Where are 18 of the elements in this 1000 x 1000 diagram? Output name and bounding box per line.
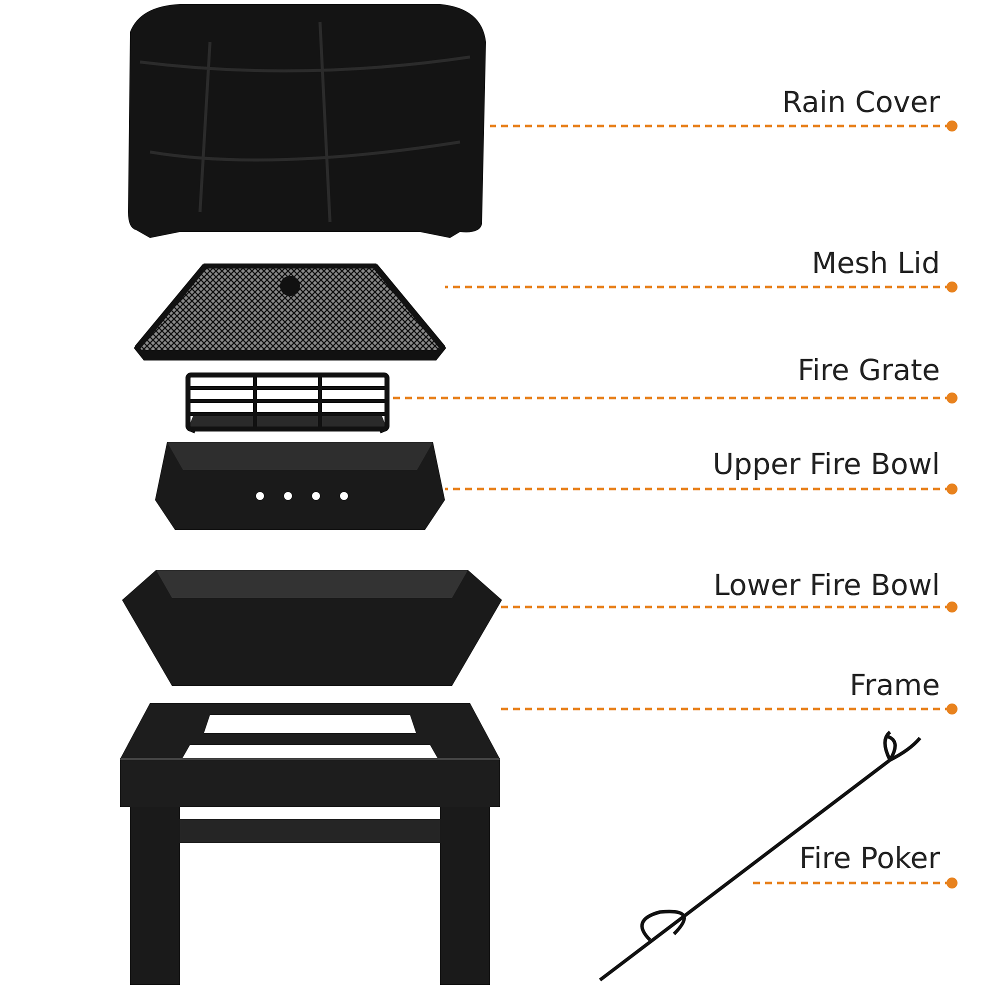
leader-line bbox=[750, 878, 958, 888]
leader-line bbox=[500, 704, 958, 714]
upper-fire-bowl-drawing bbox=[155, 440, 445, 530]
part-label: Lower Fire Bowl bbox=[714, 567, 940, 603]
leader-line bbox=[445, 484, 958, 494]
leader-line bbox=[445, 282, 958, 292]
part-label: Upper Fire Bowl bbox=[712, 446, 940, 482]
leader-line bbox=[390, 392, 958, 404]
fire-grate-drawing bbox=[185, 372, 390, 432]
leader-line bbox=[490, 120, 958, 132]
part-label: Fire Grate bbox=[798, 352, 940, 388]
part-label: Fire Poker bbox=[799, 840, 940, 876]
part-label: Rain Cover bbox=[782, 84, 940, 120]
part-label: Mesh Lid bbox=[812, 245, 940, 281]
part-label: Frame bbox=[850, 667, 940, 703]
lower-fire-bowl-drawing bbox=[122, 568, 500, 686]
leader-line bbox=[500, 602, 958, 612]
mesh-lid-drawing bbox=[135, 262, 445, 362]
